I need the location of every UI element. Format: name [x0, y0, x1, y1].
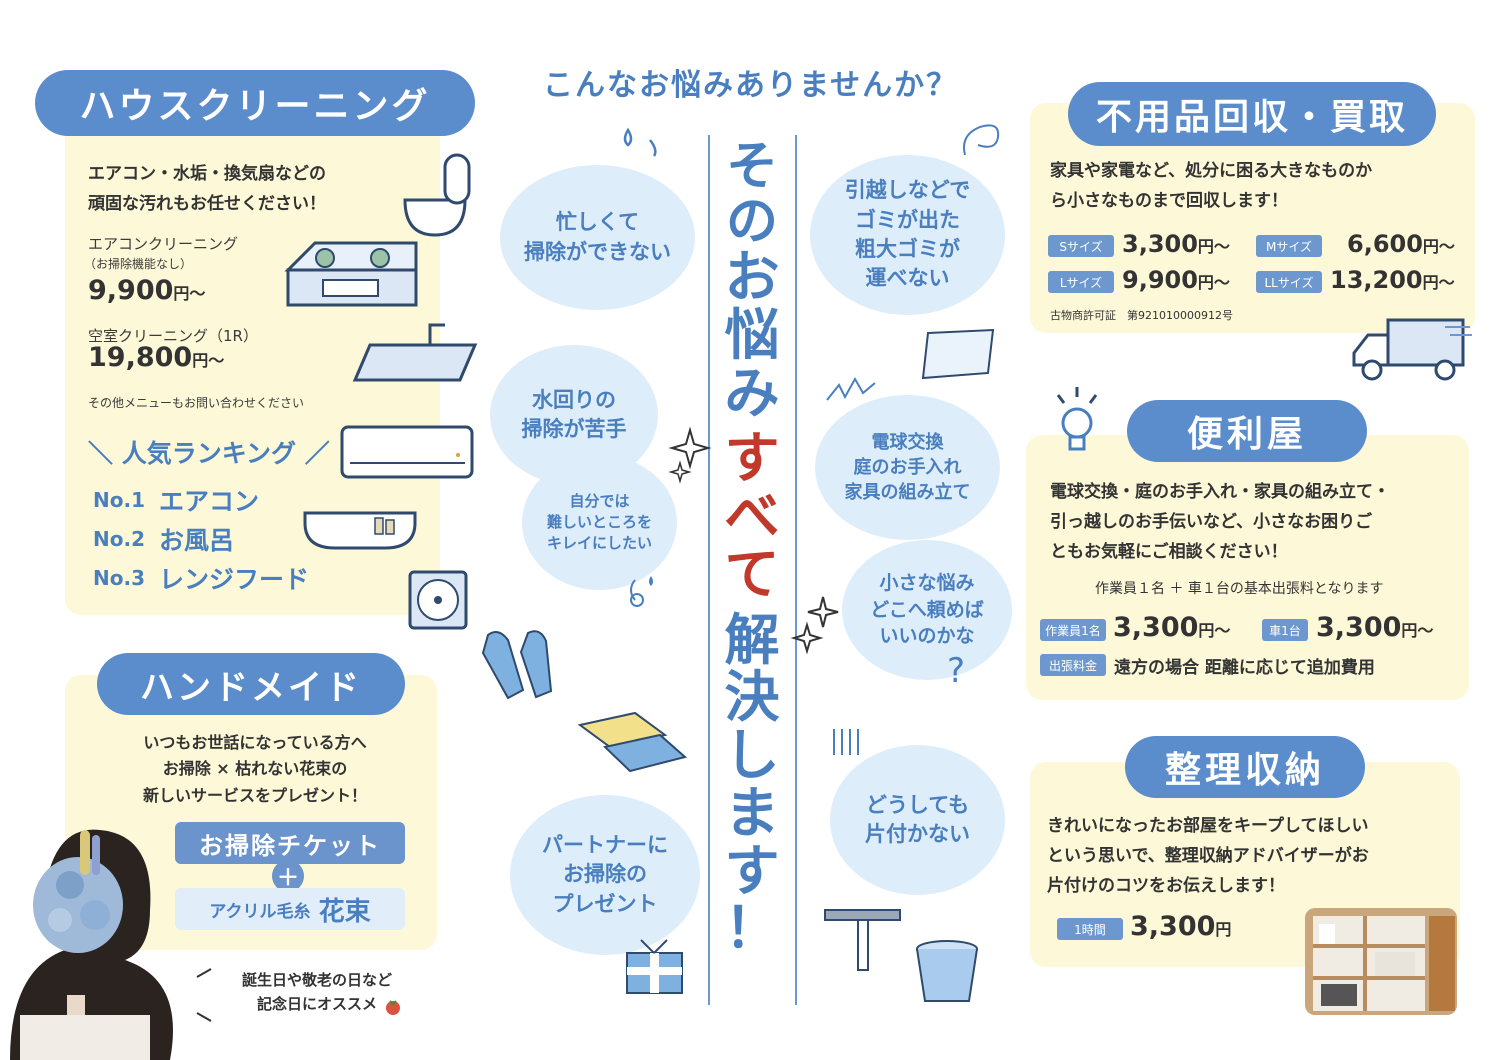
organize-intro: きれいになったお部屋をキープしてほしい という思いで、整理収納アドバイザーがお …: [1047, 816, 1369, 896]
car-price: 3,300円〜: [1316, 612, 1434, 643]
item1-label: エアコンクリーニング: [88, 235, 239, 253]
item1-price: 9,900円〜: [88, 275, 206, 306]
size-price-ll: 13,200円〜: [1330, 266, 1455, 294]
sparkle-icon: [790, 596, 839, 655]
handyman-note: 作業員１名 ＋ 車１台の基本出張料となります: [1095, 581, 1384, 597]
bathtub-icon: [303, 511, 417, 550]
organize-price: 3,300円: [1130, 911, 1232, 942]
item2-price: 19,800円〜: [88, 342, 225, 373]
ranking-title: ＼ 人気ランキング ／: [88, 439, 330, 468]
car-tag: 車1台: [1262, 619, 1308, 641]
air-conditioner-icon: [340, 425, 474, 479]
gift-box-icon: [626, 939, 683, 994]
item1-note: （お掃除機能なし）: [84, 257, 193, 271]
right-divider: [795, 135, 797, 1005]
worker-tag: 作業員1名: [1040, 619, 1106, 641]
organize-title: 整理収納: [1125, 736, 1365, 798]
accent-lines-icon: [196, 968, 212, 1022]
size-tag-l: Lサイズ: [1048, 271, 1114, 293]
size-price-s: 3,300円〜: [1122, 230, 1230, 258]
handyman-intro: 電球交換・庭のお手入れ・家具の組み立て・ 引っ越しのお手伝いなど、小さなお困りご…: [1050, 482, 1390, 562]
house-cleaning-title: ハウスクリーニング: [35, 70, 475, 136]
handyman-title: 便利屋: [1127, 400, 1367, 462]
worry-bubble: 小さな悩み どこへ頼めば いいのかな: [842, 540, 1012, 680]
sponge-icon: [577, 711, 688, 773]
size-tag-m: Mサイズ: [1256, 235, 1322, 257]
left-divider: [708, 135, 710, 1005]
handmade-title: ハンドメイド: [97, 653, 405, 715]
cleaning-ticket-label: お掃除チケット: [175, 822, 405, 864]
bouquet-label: アクリル毛糸花束: [175, 888, 405, 930]
svg-text:?: ?: [947, 651, 965, 691]
shock-lines-icon: [826, 376, 876, 401]
worry-bubble: 自分では 難しいところを キレイにしたい: [522, 455, 677, 590]
sweat-drops-icon: [623, 127, 657, 157]
scribble-icon: [963, 124, 1000, 156]
worry-bubble: 電球交換 庭のお手入れ 家具の組み立て: [815, 395, 1000, 540]
item2-label: 空室クリーニング（1R）: [88, 327, 258, 345]
closet-photo-image: [1305, 908, 1457, 1015]
junk-intro: 家具や家電など、処分に困る大きなものか ら小さなものまで回収します！: [1050, 161, 1373, 211]
worry-bubble: 忙しくて 掃除ができない: [500, 165, 695, 310]
question-heading: こんなお悩みありませんか？: [543, 68, 959, 103]
fee-text: 遠方の場合 距離に応じて追加費用: [1114, 658, 1375, 678]
recommend-note: 誕生日や敬老の日など 記念日にオススメ: [241, 971, 392, 1013]
hour-tag: 1時間: [1057, 918, 1123, 940]
worry-bubble: どうしても 片付かない: [830, 745, 1005, 895]
sink-icon: [352, 323, 478, 382]
junk-title: 不用品回収・買取: [1068, 82, 1436, 146]
size-tag-ll: LLサイズ: [1256, 271, 1322, 293]
other-menu-note: その他メニューもお問い合わせください: [88, 396, 305, 410]
person-with-bouquet-image: [10, 829, 173, 1060]
headline-vertical: その お 悩 み す べ て 解 決 し ま す ！: [724, 137, 780, 961]
rubber-gloves-icon: [481, 630, 553, 700]
tomato-icon: [386, 1000, 400, 1015]
question-mark-icon: ?: [947, 651, 965, 691]
squeegee-icon: [824, 909, 901, 971]
fee-tag: 出張料金: [1040, 654, 1106, 676]
worker-price: 3,300円〜: [1113, 612, 1231, 643]
water-drop-icon: [630, 576, 653, 607]
license-note: 古物商許可証 第921010000912号: [1050, 309, 1233, 322]
size-price-l: 9,900円〜: [1122, 266, 1230, 294]
tissue-icon: [921, 328, 995, 380]
worry-bubble: パートナーに お掃除の プレゼント: [510, 795, 700, 955]
ventilation-fan-icon: [408, 570, 468, 630]
rain-lines-icon: [833, 729, 859, 755]
toilet-icon: [403, 153, 471, 237]
house-cleaning-intro: エアコン・水垢・換気扇などの 頑固な汚れもお任せください！: [88, 164, 326, 214]
handmade-intro: いつもお世話になっている方へ お掃除 × 枯れない花束の 新しいサービスをプレゼ…: [142, 733, 367, 805]
size-price-m: 6,600円〜: [1347, 230, 1455, 258]
light-bulb-icon: [1056, 387, 1098, 451]
sparkle-icon: [668, 426, 712, 484]
bucket-icon: [916, 940, 978, 1002]
plus-icon: ＋: [272, 860, 304, 892]
stove-icon: [284, 241, 418, 307]
truck-icon: [1352, 318, 1472, 381]
size-tag-s: Sサイズ: [1048, 235, 1114, 257]
worry-bubble: 引越しなどで ゴミが出た 粗大ゴミが 運べない: [810, 155, 1005, 315]
